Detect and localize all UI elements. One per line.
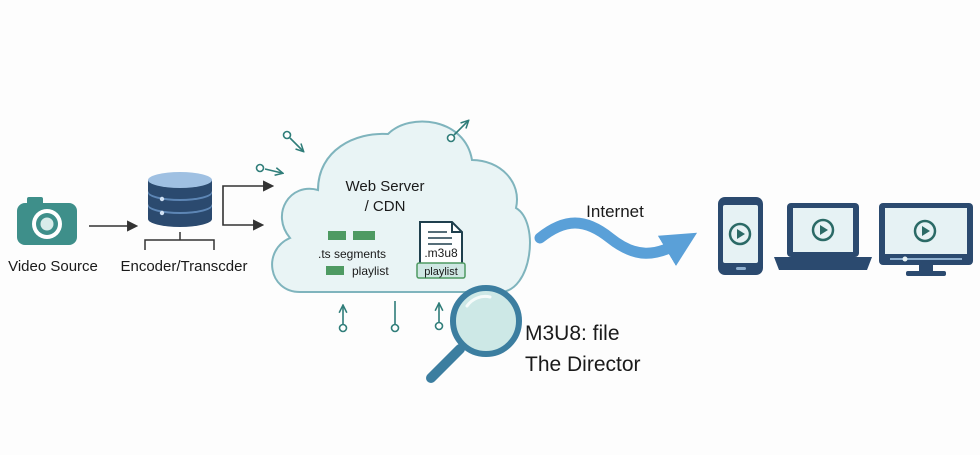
m3u8-title: M3U8: file [525, 322, 620, 345]
video-source-label: Video Source [8, 258, 98, 275]
arrow-encoder-to-server-bottom [222, 208, 265, 231]
smartphone-icon [718, 197, 763, 275]
play-icon [811, 218, 835, 242]
node-arrow-top-left-2 [255, 163, 283, 174]
laptop-icon [774, 203, 872, 270]
file-ext-label: .m3u8 [424, 246, 458, 260]
camera-icon [17, 197, 77, 245]
encoder-label: Encoder/Transcder [120, 258, 247, 275]
wave-arrow-icon [534, 217, 698, 266]
node-arrow-top-left-1 [282, 130, 304, 152]
node-arrow-top-right [446, 121, 469, 143]
arrow-encoder-to-server-top [222, 180, 275, 208]
m3u8-subtitle: The Director [525, 353, 641, 376]
play-icon [913, 219, 937, 243]
node-arrow-bottom-2 [390, 301, 400, 333]
playlist-label: playlist [352, 264, 389, 278]
play-icon [728, 222, 752, 246]
server-title-line1: Web Server [346, 178, 425, 195]
node-arrow-bottom-3 [436, 304, 443, 331]
internet-label: Internet [586, 202, 644, 221]
encoder-bracket [144, 232, 215, 250]
node-arrows [255, 121, 469, 333]
cloud-icon [271, 120, 531, 293]
monitor-icon [879, 203, 973, 276]
database-icon [148, 172, 212, 227]
ts-segments-label: .ts segments [318, 247, 386, 261]
file-tag-label: playlist [424, 266, 458, 278]
magnifier-icon [426, 285, 522, 383]
file-icon [416, 221, 466, 279]
ts-segment-blocks [326, 231, 375, 275]
server-title-line2: / CDN [365, 198, 406, 215]
node-arrow-bottom-1 [340, 306, 347, 333]
